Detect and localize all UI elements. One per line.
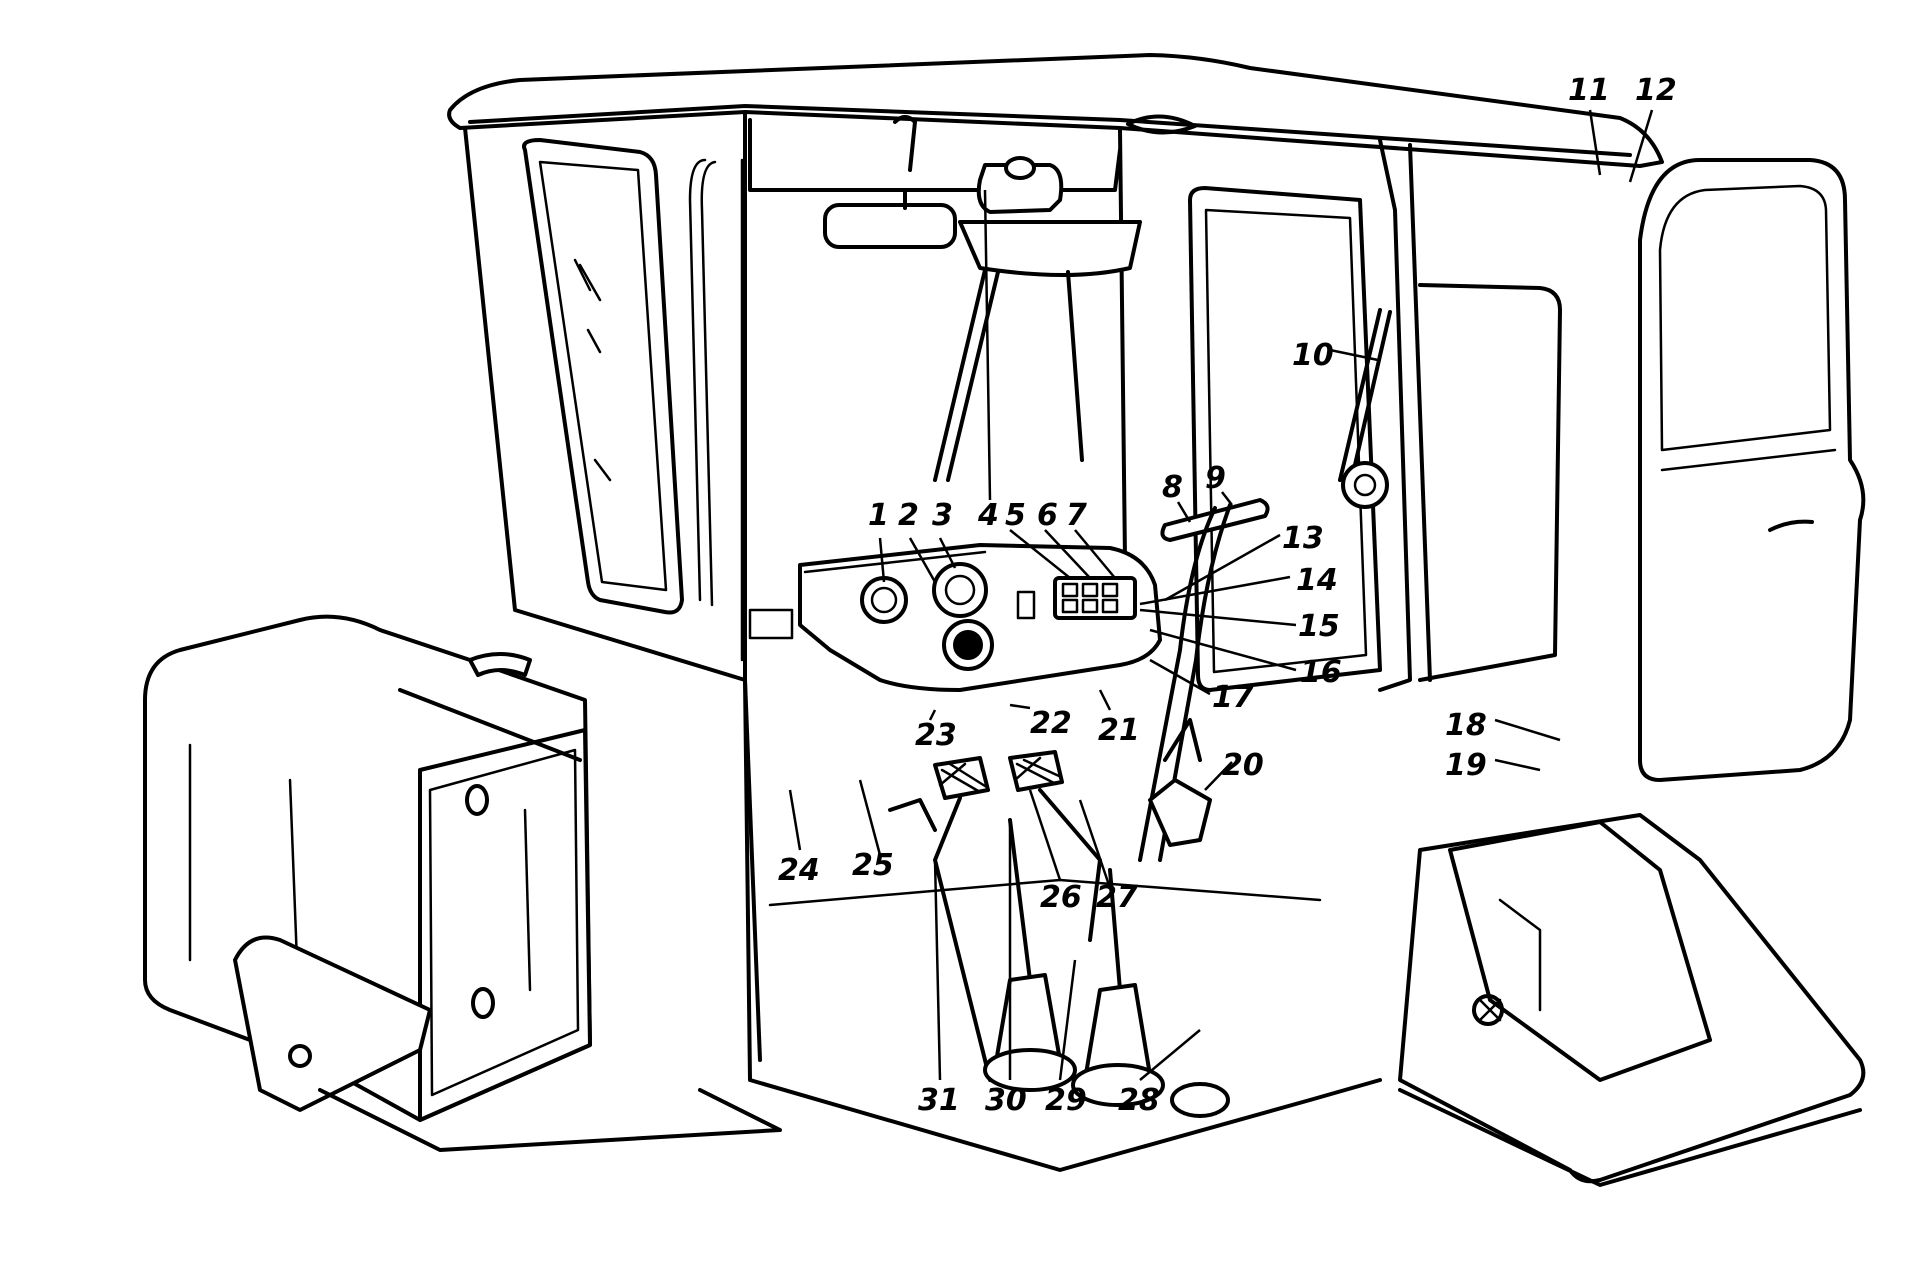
callout-21: 21	[1098, 713, 1140, 748]
cab-back-wall	[463, 110, 747, 682]
roof-vent	[1126, 114, 1197, 135]
pedals	[888, 750, 1102, 1082]
callout-12: 12	[1635, 73, 1677, 108]
seat-base	[1398, 813, 1866, 1187]
callout-14: 14	[1296, 563, 1338, 598]
cab-shell	[447, 53, 1664, 1172]
callout-3: 3	[932, 498, 953, 533]
callout-28: 28	[1118, 1083, 1160, 1118]
callout-24: 24	[778, 853, 820, 888]
callout-19: 19	[1445, 748, 1487, 783]
callout-15: 15	[1298, 609, 1340, 644]
callout-27: 27	[1096, 880, 1138, 915]
callout-22: 22	[1030, 706, 1072, 741]
callout-2: 2	[898, 498, 919, 533]
fuel-tank	[143, 614, 782, 1152]
steering-column	[1138, 498, 1270, 862]
callout-17: 17	[1212, 680, 1254, 715]
callout-11: 11	[1568, 73, 1610, 108]
dashboard	[748, 543, 1162, 692]
callout-1: 1	[868, 498, 889, 533]
switch-panel	[1053, 576, 1137, 620]
front-window	[1188, 186, 1382, 692]
callout-13: 13	[1282, 521, 1324, 556]
callout-4: 4	[977, 498, 999, 533]
wiper-motor	[976, 163, 1064, 214]
callout-31: 31	[918, 1083, 960, 1118]
gauge-center	[942, 619, 994, 671]
callout-9: 9	[1205, 461, 1226, 496]
callout-26: 26	[1040, 880, 1082, 915]
gauge-3	[932, 562, 988, 618]
cab-floor	[743, 678, 1382, 1172]
callout-20: 20	[1222, 748, 1264, 783]
callout-8: 8	[1162, 470, 1183, 505]
callout-18: 18	[1445, 708, 1487, 743]
rear-view-mirror	[823, 203, 957, 249]
callout-labels: 1 2 3 4 5 6 7 8 9 10 11 12 13 14 15 16 1…	[778, 73, 1677, 1118]
callout-25: 25	[852, 848, 894, 883]
door-handle	[1768, 519, 1814, 532]
callout-23: 23	[915, 718, 957, 753]
right-open-door	[1418, 158, 1866, 782]
callout-16: 16	[1300, 655, 1342, 690]
callout-6: 6	[1037, 498, 1058, 533]
brake-knob-lever	[1338, 308, 1392, 509]
gear-levers	[983, 718, 1230, 1118]
callout-29: 29	[1045, 1083, 1087, 1118]
leader-lines	[788, 109, 1654, 1081]
gauge-1	[860, 576, 908, 624]
callout-30: 30	[985, 1083, 1027, 1118]
left-rear-window	[522, 138, 684, 615]
callout-7: 7	[1066, 498, 1087, 533]
callout-5: 5	[1005, 498, 1026, 533]
steering-handle	[1160, 498, 1270, 542]
mirror-and-wiper	[823, 115, 1142, 482]
callout-10: 10	[1292, 338, 1334, 373]
